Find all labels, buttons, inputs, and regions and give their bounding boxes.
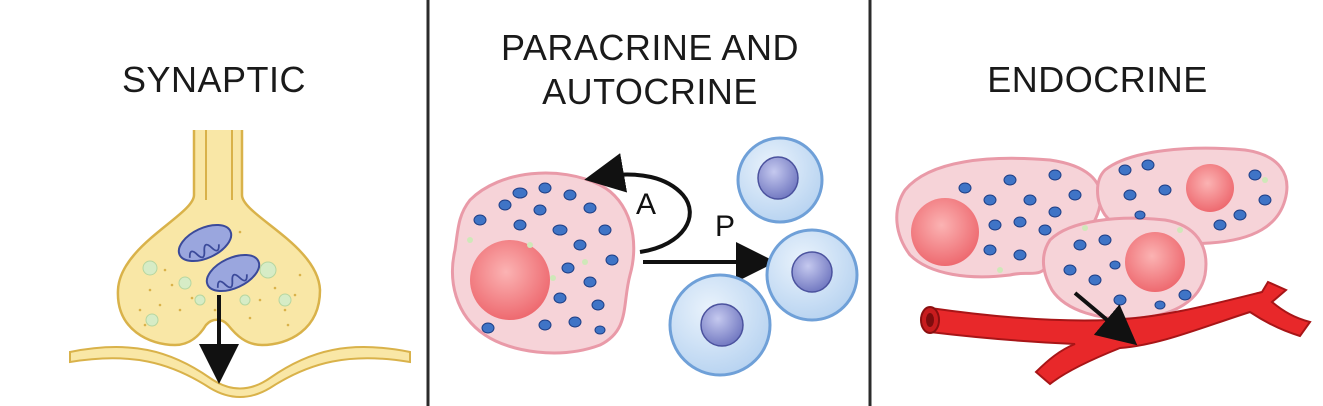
synaptic-title: SYNAPTIC (121, 59, 307, 100)
endocrine-arrow (1073, 291, 1138, 346)
paracrine-title-line2: AUTOCRINE (542, 71, 758, 112)
paracrine-title-line1: PARACRINE AND (501, 27, 799, 68)
autocrine-arrow (584, 153, 692, 254)
panel-dividers (426, 0, 872, 406)
paracrine-autocrine-title: PARACRINE AND AUTOCRINE (430, 26, 870, 114)
mitochondria (177, 223, 261, 293)
paracrine-label: P (715, 210, 736, 243)
synapse-illustration (69, 130, 411, 398)
endocrine-illustration (895, 146, 1312, 386)
paracrine-illustration (451, 136, 859, 377)
endocrine-title: ENDOCRINE (987, 59, 1208, 100)
autocrine-label: A (636, 188, 657, 221)
target-cells (668, 136, 859, 377)
